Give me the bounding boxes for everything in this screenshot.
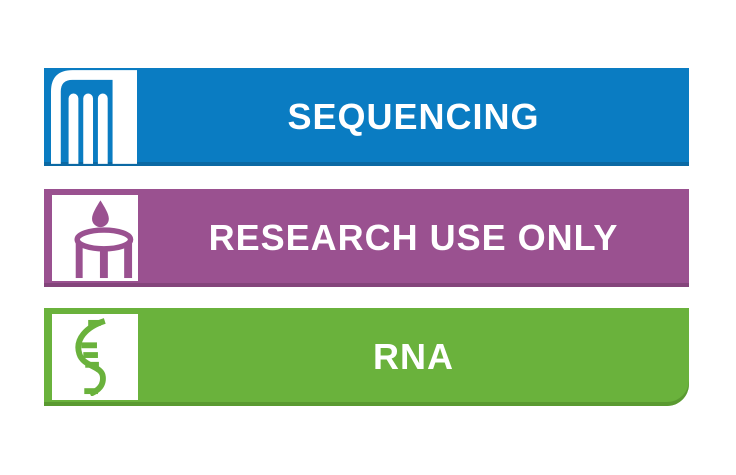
banner-research-use-only: RESEARCH USE ONLY bbox=[44, 189, 689, 287]
banner-label-sequencing: SEQUENCING bbox=[287, 96, 540, 137]
banner-label-research-use-only: RESEARCH USE ONLY bbox=[208, 217, 619, 258]
banner-rna: RNA bbox=[44, 308, 689, 406]
banner-label-rna: RNA bbox=[373, 336, 454, 377]
rna-strand-icon bbox=[52, 314, 138, 400]
flow-cell-icon bbox=[50, 70, 138, 164]
banner-sequencing: SEQUENCING bbox=[44, 68, 689, 166]
droplet-dish-icon bbox=[52, 195, 138, 281]
